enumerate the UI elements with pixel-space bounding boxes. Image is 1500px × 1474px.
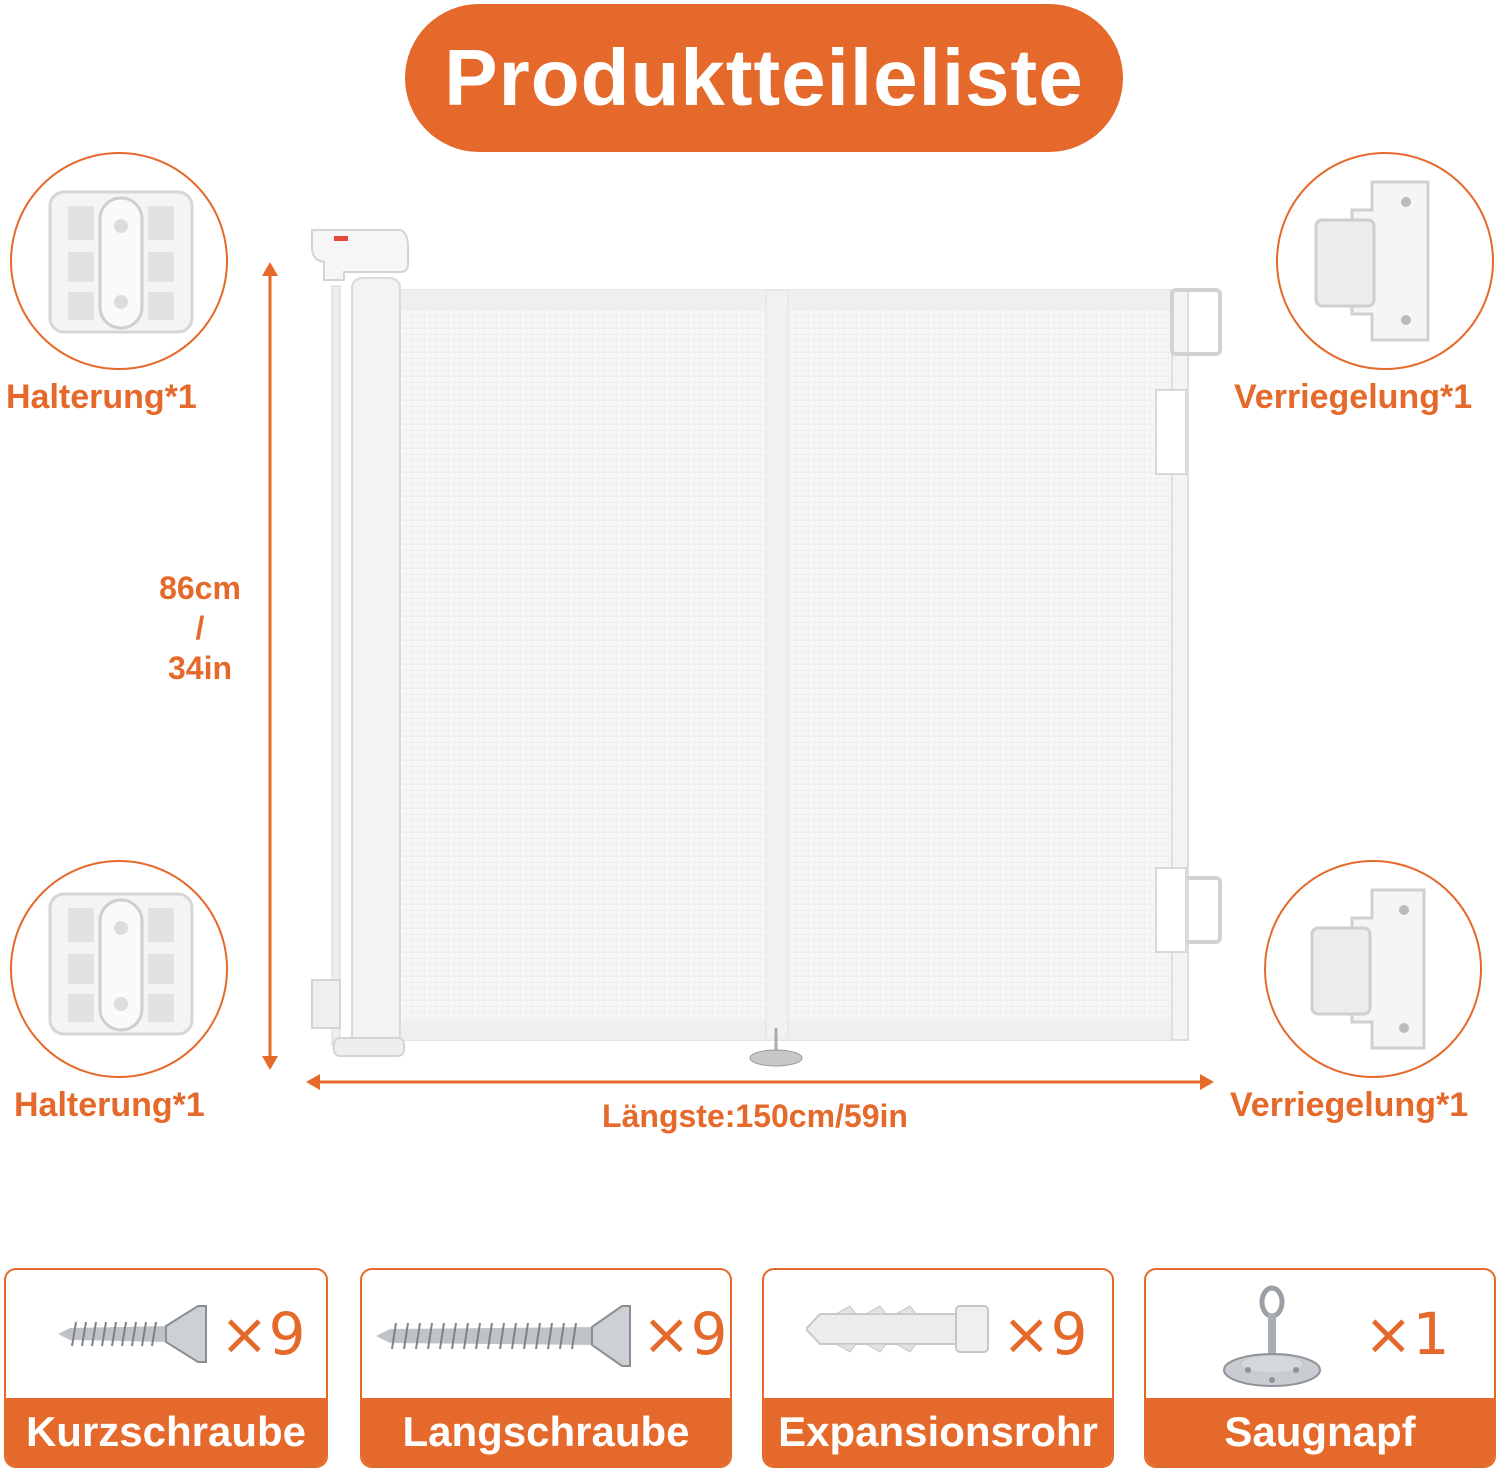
bracket-bottom-circle [10, 860, 228, 1078]
floor-cup-icon [1223, 1285, 1321, 1387]
height-arrow [262, 262, 278, 1070]
bracket-icon [48, 190, 194, 334]
lock-bottom-label: Verriegelung*1 [1230, 1086, 1469, 1124]
floor-cup-qty: ×1 [1364, 1300, 1450, 1368]
bracket-top-circle [10, 152, 228, 370]
bracket-top-label: Halterung*1 [6, 378, 197, 416]
lock-top-circle [1276, 152, 1494, 370]
lock-icon [1314, 180, 1430, 342]
short-screw-name: Kurzschraube [25, 1408, 307, 1455]
hardware-card-floor-cup: ×1 Saugnapf [1144, 1268, 1496, 1468]
lock-top-label: Verriegelung*1 [1234, 378, 1473, 416]
lock-bottom-circle [1264, 860, 1482, 1078]
anchor-name: Expansionsrohr [778, 1408, 1098, 1455]
anchor-footer: Expansionsrohr [764, 1398, 1112, 1466]
anchor-qty: ×9 [1002, 1300, 1088, 1368]
long-screw-name: Langschraube [402, 1408, 690, 1455]
title-banner: Produktteileliste [405, 4, 1123, 152]
hardware-card-anchor: ×9 Expansionsrohr [762, 1268, 1114, 1468]
short-screw-icon [58, 1305, 207, 1363]
height-cm: 86cm [159, 570, 241, 606]
bracket-bottom-label: Halterung*1 [14, 1086, 205, 1124]
bracket-icon [48, 892, 194, 1036]
hardware-card-long-screw: ×9 Langschraube [360, 1268, 732, 1468]
floor-cup-name: Saugnapf [1224, 1408, 1416, 1455]
width-arrow [306, 1074, 1214, 1090]
page-title: Produktteileliste [444, 33, 1084, 122]
height-in: 34in [167, 650, 233, 686]
long-screw-icon [376, 1305, 631, 1367]
long-screw-qty: ×9 [642, 1300, 728, 1368]
height-dimension: 86cm / 34in [140, 568, 260, 688]
short-screw-qty: ×9 [220, 1300, 306, 1368]
floor-cup-footer: Saugnapf [1146, 1398, 1494, 1466]
wall-anchor-icon [806, 1305, 989, 1353]
width-dimension: Längste:150cm/59in [602, 1098, 908, 1134]
hardware-card-short-screw: ×9 Kurzschraube [4, 1268, 328, 1468]
short-screw-footer: Kurzschraube [6, 1398, 326, 1466]
height-separator: / [195, 610, 205, 646]
retractable-gate-image [311, 229, 1222, 1067]
lock-icon [1310, 888, 1426, 1050]
long-screw-footer: Langschraube [362, 1398, 730, 1466]
